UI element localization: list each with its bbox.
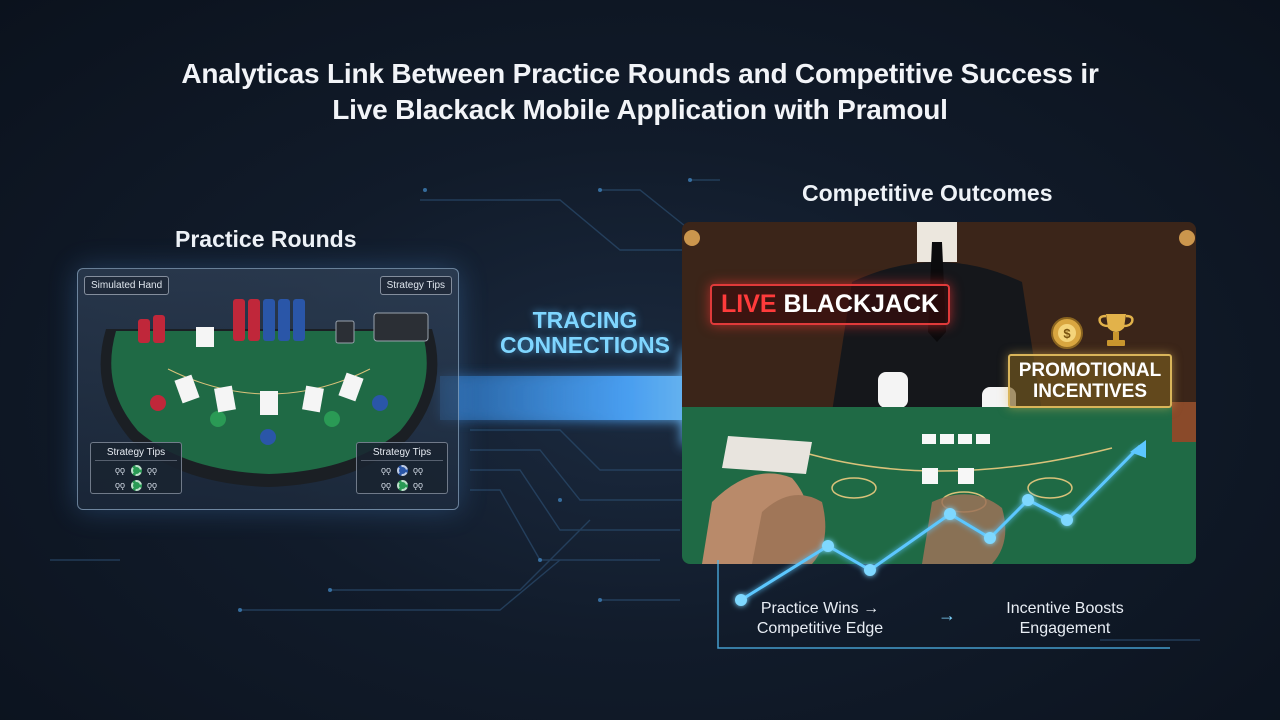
coin-icon: $ xyxy=(1051,317,1083,349)
chip-icon xyxy=(396,465,408,477)
tracing-line-2: CONNECTIONS xyxy=(500,332,670,358)
promotional-incentives-badge: PROMOTIONAL INCENTIVES xyxy=(1008,354,1172,408)
strategy-tips-box-left: Strategy Tips ǫǫ ǫǫ ǫǫ ǫǫ xyxy=(90,442,182,494)
tip-value: ǫǫ xyxy=(413,465,424,475)
strategy-tips-tag: Strategy Tips xyxy=(379,276,452,295)
tip-value: ǫǫ xyxy=(147,480,158,491)
caption-line: Incentive Boosts xyxy=(1006,600,1124,617)
tip-value: ǫǫ xyxy=(413,480,424,491)
practice-rounds-label: Practice Rounds xyxy=(175,226,357,252)
practice-wins-caption: Practice Wins → Competitive Edge xyxy=(740,599,900,639)
tracing-line-1: TRACING xyxy=(532,307,638,333)
trophy-icon xyxy=(1098,314,1134,346)
practice-rounds-panel: Simulated Hand Strategy Tips Strategy Ti… xyxy=(77,268,459,510)
caption-line: Competitive Edge xyxy=(756,620,884,637)
svg-text:$: $ xyxy=(1063,326,1071,341)
strategy-tips-row: ǫǫ ǫǫ xyxy=(357,480,447,492)
strategy-tips-row: ǫǫ ǫǫ xyxy=(91,465,181,477)
strategy-tips-box-right: Strategy Tips ǫǫ ǫǫ ǫǫ ǫǫ xyxy=(356,442,448,494)
live-blackjack-badge: LIVE BLACKJACK xyxy=(710,284,951,325)
live-blackjack-photo: LIVE BLACKJACK $ PROMOTIONAL INCENTIVES xyxy=(682,222,1196,564)
incentive-boosts-caption: Incentive Boosts Engagement xyxy=(990,599,1140,639)
chip-stacks xyxy=(138,299,388,445)
blackjack-table-illustration xyxy=(100,299,438,487)
blackjack-word: BLACKJACK xyxy=(776,290,940,318)
tip-value: ǫǫ xyxy=(114,465,125,475)
competitive-outcomes-label: Competitive Outcomes xyxy=(802,180,1053,206)
strategy-tips-title: Strategy Tips xyxy=(95,443,177,461)
page-title-line-2: Live Blackack Mobile Application with Pr… xyxy=(332,94,948,125)
caption-line: Engagement xyxy=(1019,620,1111,637)
connection-arrow xyxy=(440,348,752,448)
page-title-line-1: Analyticas Link Between Practice Rounds … xyxy=(181,58,1099,89)
chip-icon xyxy=(130,465,142,477)
live-word: LIVE xyxy=(721,290,777,318)
caption-line: Practice Wins → xyxy=(760,600,880,617)
tip-value: ǫǫ xyxy=(380,465,391,475)
strategy-tips-row: ǫǫ ǫǫ xyxy=(91,480,181,492)
tip-value: ǫǫ xyxy=(147,465,158,475)
simulated-hand-tag: Simulated Hand xyxy=(84,276,170,295)
tip-value: ǫǫ xyxy=(114,480,125,491)
promo-line-1: PROMOTIONAL xyxy=(1018,360,1162,381)
promo-line-2: INCENTIVES xyxy=(1032,381,1148,402)
strategy-tips-row: ǫǫ ǫǫ xyxy=(357,465,447,477)
chip-icon xyxy=(130,480,142,492)
strategy-tips-title: Strategy Tips xyxy=(361,443,443,461)
chip-icon xyxy=(396,480,408,492)
arrow-icon: → xyxy=(938,605,956,625)
tracing-connections-label: TRACING CONNECTIONS xyxy=(470,308,700,358)
tip-value: ǫǫ xyxy=(380,480,391,491)
